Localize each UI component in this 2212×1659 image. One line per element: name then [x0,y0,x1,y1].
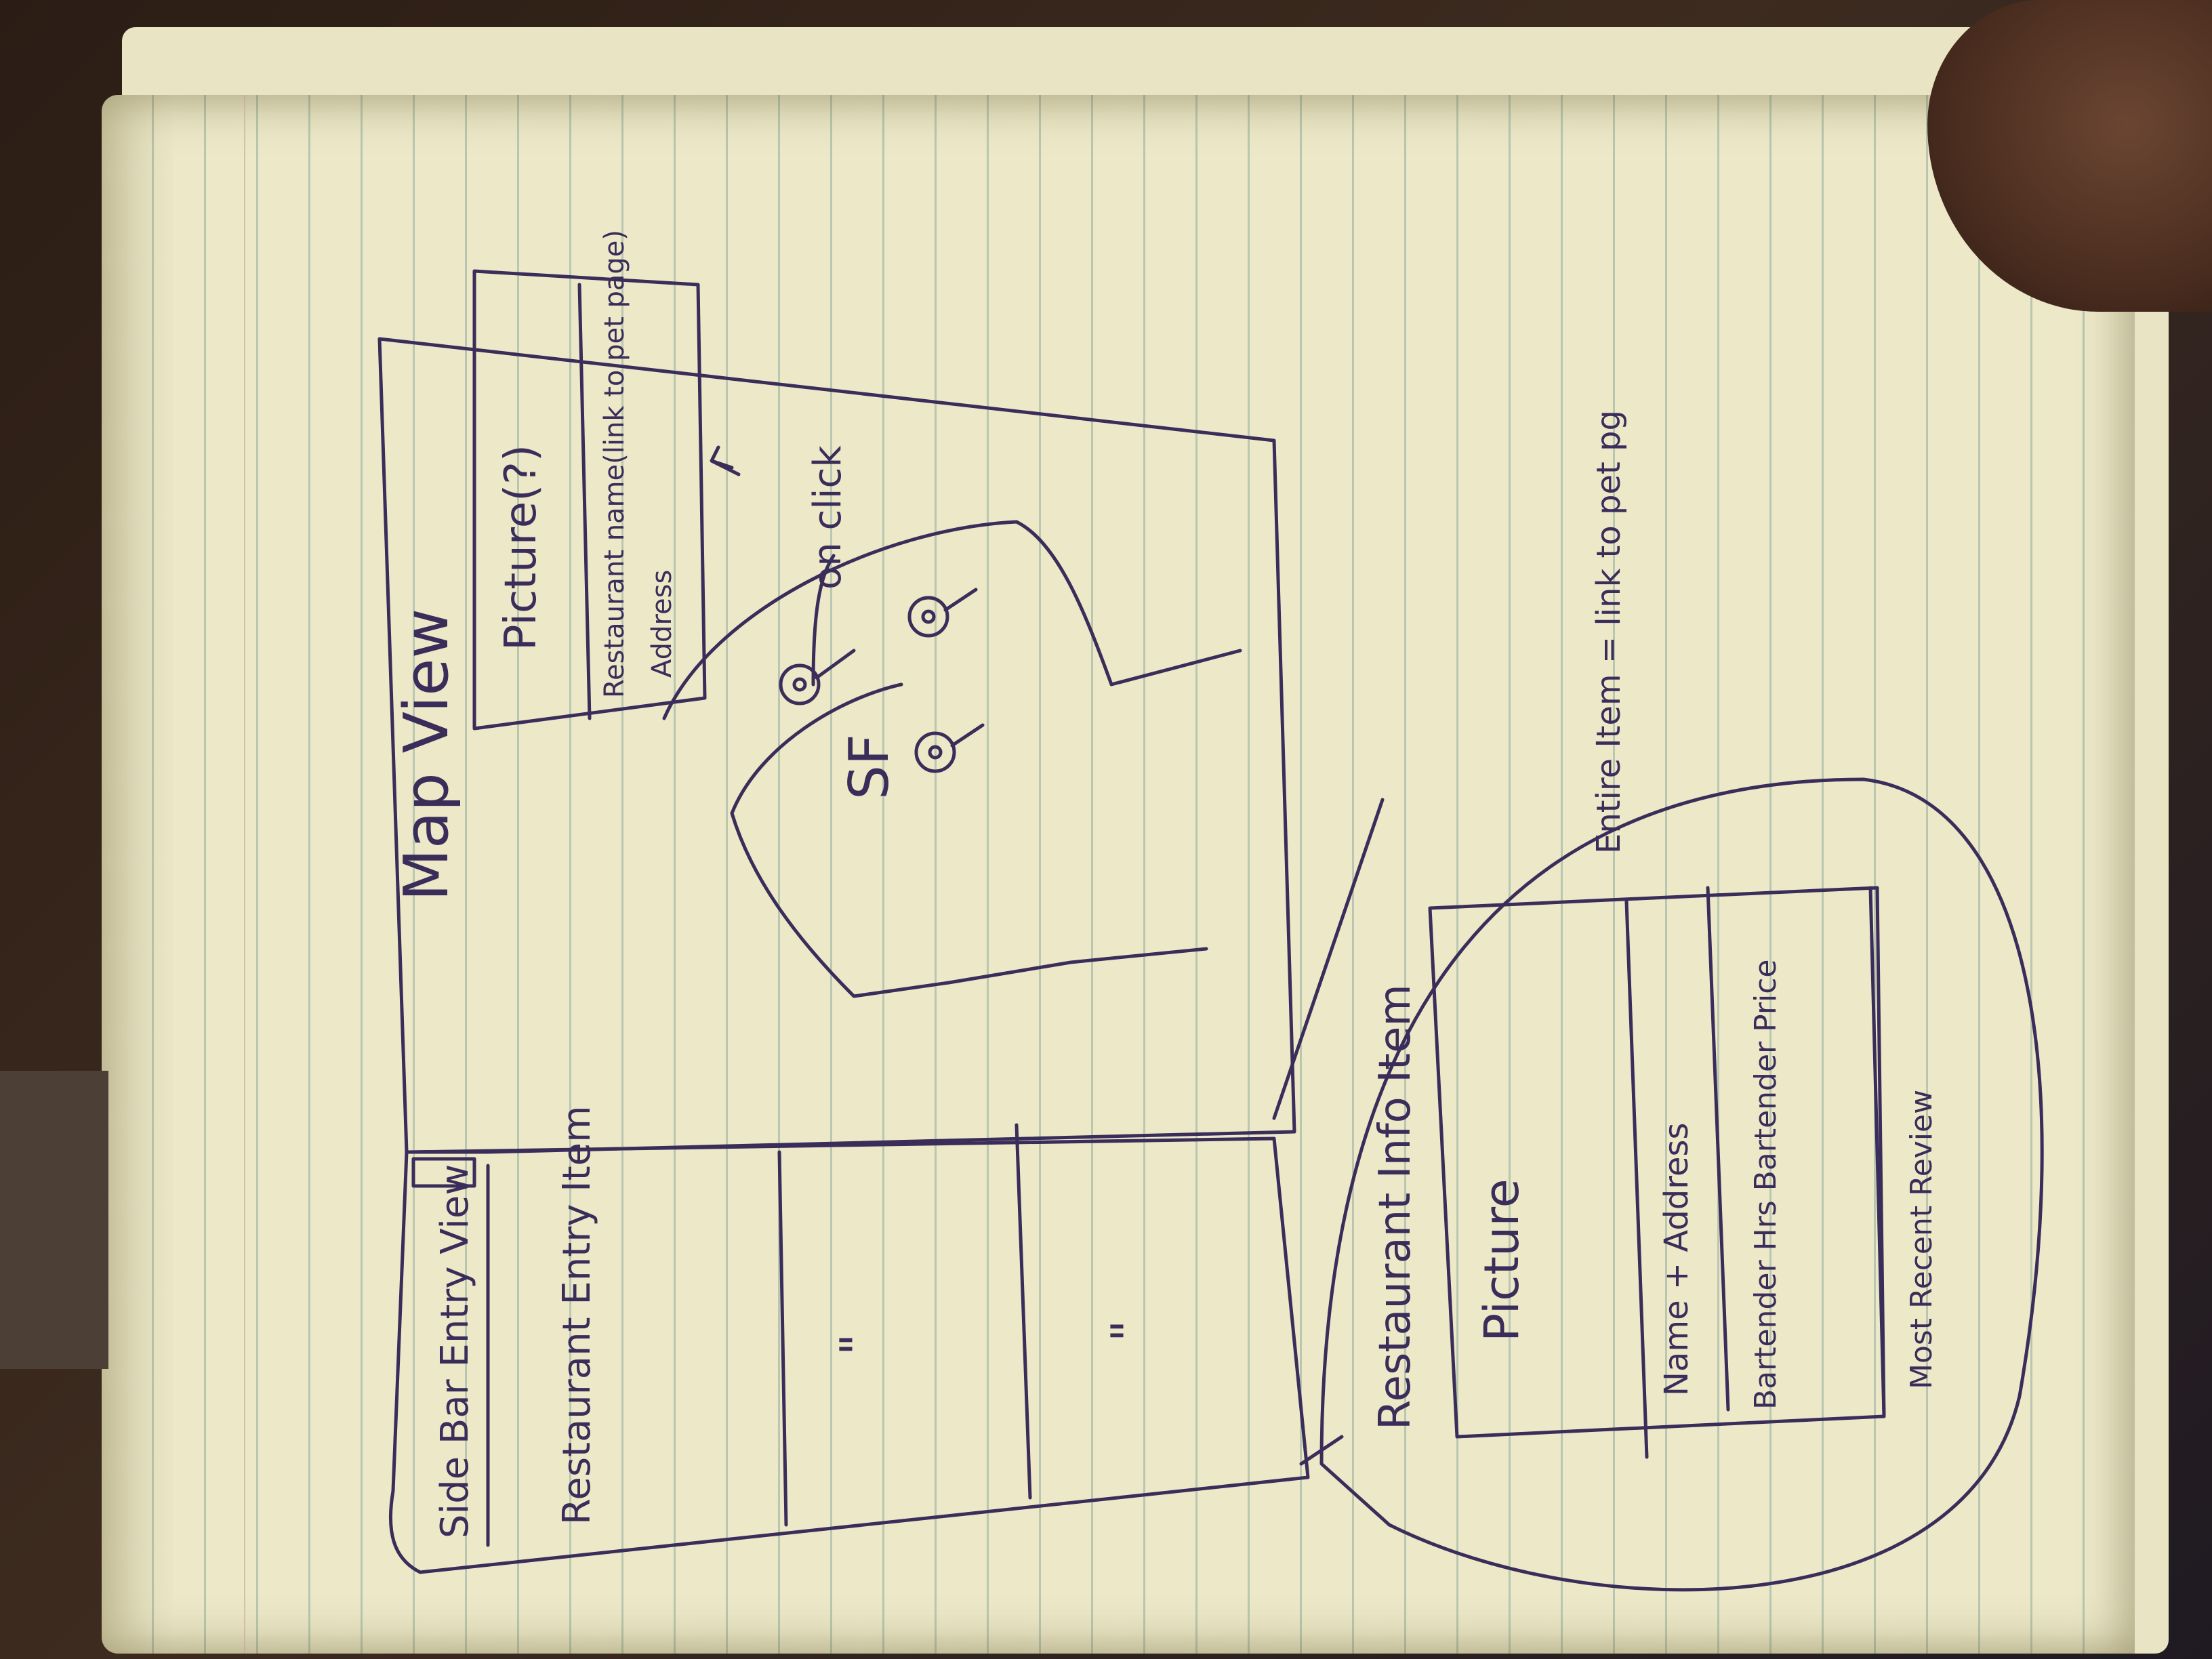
map-pin-icon[interactable] [779,649,856,705]
map-pin-icon[interactable] [907,588,978,638]
notebook-page [102,95,2135,1654]
on-click-arrow [710,445,741,476]
on-click-label: on click [806,445,850,590]
popup-restaurant-name: Restaurant name(link to pet page) [599,230,630,698]
entire-item-note: Entire Item = link to pet pg [1590,410,1628,854]
sidebar-row-divider-1 [777,1150,788,1527]
popup-divider [577,283,592,720]
sidebar-scroll-handle[interactable] [411,1157,476,1188]
info-row-bartender: Bartender Hrs Bartender Price [1748,960,1783,1410]
popup-picture-label: Picture(?) [496,445,546,651]
info-item-circle [1319,777,2044,1592]
sidebar-item-label: Restaurant Entry Item [555,1105,599,1525]
info-row-review: Most Recent Review [1904,1090,1939,1389]
popup-address: Address [647,570,678,678]
sf-map-region [662,520,1242,998]
map-popup-box [472,269,707,731]
connector-line [1272,798,1385,1466]
info-row-name-address: Name + Address [1658,1123,1696,1397]
city-label: SF [838,734,901,800]
map-view-frame [377,337,1296,1154]
info-item-title: Restaurant Info Item [1370,984,1420,1430]
sidebar-ditto-2: " [1101,1320,1157,1342]
sidebar-ditto-1: " [830,1334,886,1355]
info-row-picture: Picture [1474,1179,1530,1342]
info-row-divider-2 [1706,886,1730,1412]
sidebar-frame [388,1136,1310,1574]
on-click-line [811,554,836,687]
sidebar-title: Side Bar Entry View [433,1164,477,1538]
map-pin-icon[interactable] [914,723,985,773]
book-spine [0,1071,108,1369]
info-item-box [1428,886,1886,1439]
page-margin-line [244,95,245,1654]
info-row-divider-3 [1868,886,1886,1418]
info-row-divider-1 [1624,899,1649,1459]
sidebar-row-divider-2 [1015,1123,1032,1500]
map-view-title: Map View [391,609,462,901]
